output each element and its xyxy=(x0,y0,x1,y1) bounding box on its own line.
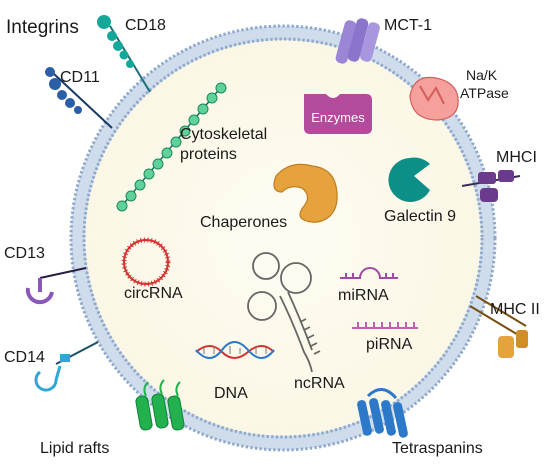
label-enzymes: Enzymes xyxy=(311,110,365,125)
cd13-icon xyxy=(25,267,87,305)
mirna-icon xyxy=(340,267,398,279)
galectin-icon xyxy=(388,157,430,202)
label-ncrna: ncRNA xyxy=(294,375,345,392)
label-galectin: Galectin 9 xyxy=(384,208,456,225)
cd11-integrin-icon xyxy=(45,67,113,129)
mct1-transporter-icon xyxy=(335,18,380,64)
chaperone-icon xyxy=(273,163,338,223)
vesicle-lumen xyxy=(85,40,481,436)
label-mct1: MCT-1 xyxy=(384,17,432,34)
label-mirna: miRNA xyxy=(338,287,389,304)
label-cd14: CD14 xyxy=(4,349,45,366)
vesicle xyxy=(69,24,497,452)
label-lipid-rafts: Lipid rafts xyxy=(40,440,109,457)
label-proteins: proteins xyxy=(180,146,237,163)
title-integrins: Integrins xyxy=(6,17,79,38)
label-dna: DNA xyxy=(214,385,248,402)
label-cytoskeletal: Cytoskeletal xyxy=(180,126,267,143)
cd18-integrin-icon xyxy=(97,15,151,93)
label-chaperones: Chaperones xyxy=(200,214,287,231)
na-k-atpase-icon xyxy=(409,76,459,121)
circrna-icon xyxy=(121,237,171,287)
cytoskeletal-protein-icon xyxy=(116,82,227,212)
mhci-icon xyxy=(461,170,521,202)
label-pirna: piRNA xyxy=(366,336,413,353)
mhc2-icon xyxy=(469,295,528,358)
label-cd18: CD18 xyxy=(125,17,166,34)
label-tetraspanins: Tetraspanins xyxy=(392,440,483,457)
ncrna-icon xyxy=(247,252,321,373)
label-atpase: ATPase xyxy=(460,85,509,101)
tetraspanin-icon xyxy=(357,388,408,438)
dna-icon xyxy=(195,341,275,359)
label-mhc2: MHC II xyxy=(490,301,540,318)
pirna-icon xyxy=(352,322,418,329)
label-na-k: Na/K xyxy=(466,67,498,83)
cd14-icon xyxy=(34,341,99,392)
label-cd11: CD11 xyxy=(60,69,100,86)
label-circrna: circRNA xyxy=(124,285,183,302)
membrane-outer-beads xyxy=(69,24,497,452)
label-mhci: MHCI xyxy=(496,149,537,166)
label-cd13: CD13 xyxy=(4,245,45,262)
enzymes-icon xyxy=(304,94,372,134)
lipid-raft-icon xyxy=(135,379,185,431)
membrane-inner-beads xyxy=(82,37,484,439)
